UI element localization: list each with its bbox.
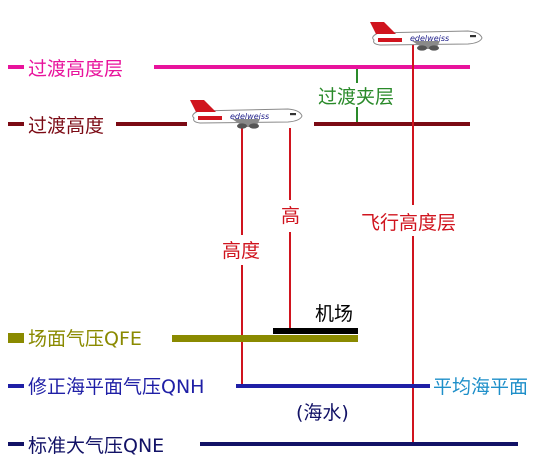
aircraft-lower: edelweiss xyxy=(189,99,303,130)
height-label: 高 xyxy=(281,205,300,227)
qfe-label: 场面气压QFE xyxy=(28,328,142,350)
qnh-label: 修正海平面气压QNH xyxy=(28,376,204,398)
aircraft-lower-logo: edelweiss xyxy=(230,112,269,121)
altitude-label: 高度 xyxy=(222,240,260,262)
transition-level-label: 过渡高度层 xyxy=(28,58,123,80)
flight-level-label: 飞行高度层 xyxy=(361,212,456,234)
qfe-bar-left xyxy=(8,333,24,343)
msl-label: 平均海平面 xyxy=(433,376,528,398)
aircraft-upper-logo: edelweiss xyxy=(410,34,449,43)
aircraft-upper: edelweiss xyxy=(369,21,483,52)
airport-label: 机场 xyxy=(315,303,353,325)
transition-altitude-label: 过渡高度 xyxy=(28,115,104,137)
qfe-bar xyxy=(172,335,358,342)
sea-label: (海水) xyxy=(296,402,349,424)
qne-label: 标准大气压QNE xyxy=(28,435,164,457)
airport-runway xyxy=(273,328,358,334)
transition-layer-label: 过渡夹层 xyxy=(318,86,394,108)
